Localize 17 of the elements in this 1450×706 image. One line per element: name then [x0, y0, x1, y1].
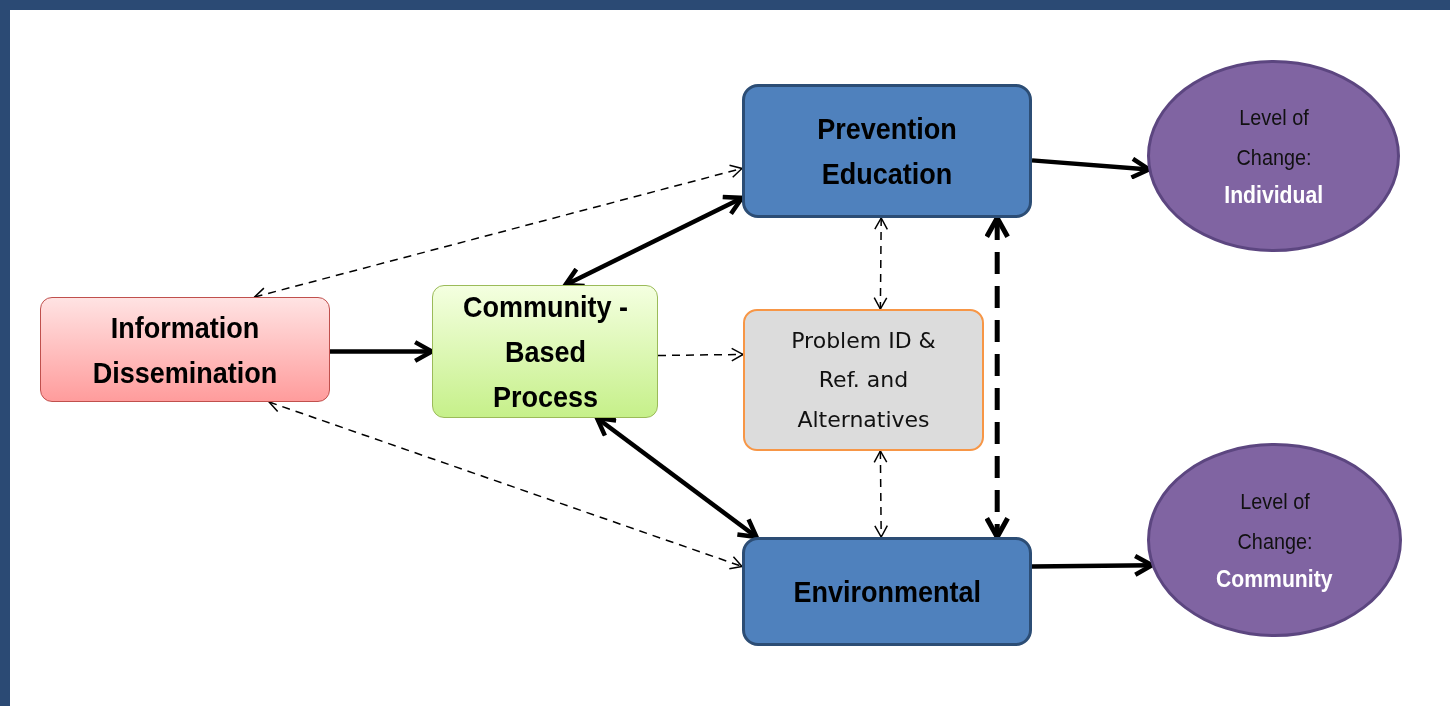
- node-label: Environmental: [792, 574, 982, 610]
- arrow: [657, 347, 744, 362]
- node-label: Prevention Education: [816, 111, 958, 192]
- process-box: [40, 297, 330, 402]
- process-box: [742, 537, 1032, 646]
- node-label: Level of Change:: [1236, 488, 1313, 556]
- arrow: [873, 217, 889, 310]
- process-box: [432, 285, 658, 418]
- node-label: Community -Based Process: [461, 289, 629, 415]
- node-label: Information Dissemination: [91, 309, 279, 391]
- node-label: Community: [1215, 565, 1334, 595]
- process-box: [743, 309, 984, 451]
- node-label: Individual: [1223, 181, 1324, 211]
- process-box: [742, 84, 1032, 218]
- node-label: Problem ID & Ref. and Alternatives: [790, 326, 937, 434]
- arrow: [873, 450, 889, 538]
- node-label: Level of Change:: [1235, 104, 1312, 172]
